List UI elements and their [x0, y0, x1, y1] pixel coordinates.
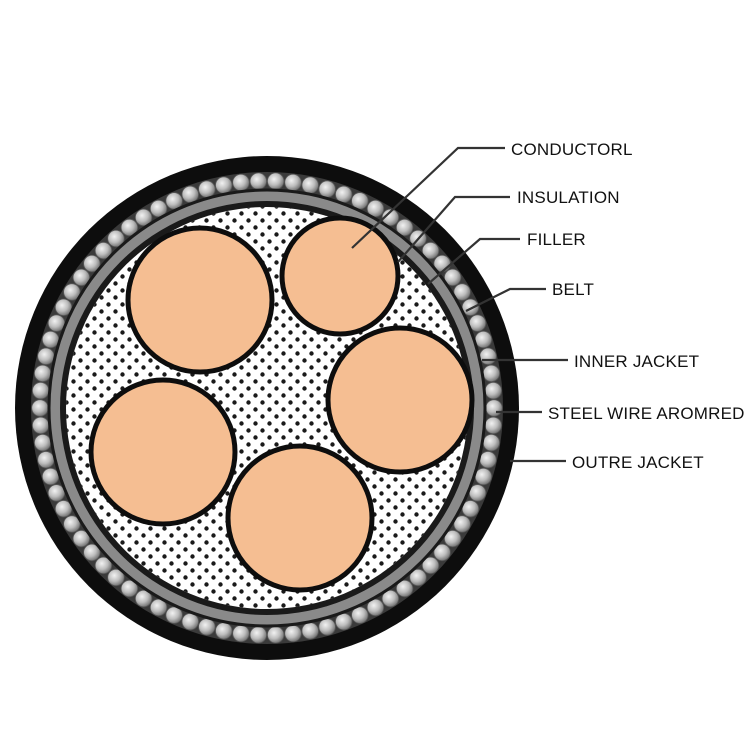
steel-wire-strand — [395, 218, 414, 237]
steel-wire-strand — [318, 618, 336, 636]
steel-wire-strand — [37, 451, 55, 469]
steel-wire-strand — [266, 172, 285, 190]
steel-wire-strand — [94, 556, 113, 575]
leader-conductor — [351, 146, 505, 249]
steel-wire-strand — [54, 500, 73, 518]
steel-wire-strand — [83, 254, 101, 273]
steel-wire-strand — [54, 298, 73, 316]
steel-wire-armour — [31, 172, 503, 644]
steel-wire-strand — [421, 241, 440, 260]
steel-wire-strand — [63, 515, 81, 533]
steel-wire-strand — [120, 218, 139, 237]
steel-wire-strand — [443, 529, 462, 548]
conductor-core-5 — [225, 443, 375, 593]
conductor-core-3 — [325, 325, 475, 475]
steel-wire-strand — [335, 612, 353, 631]
steel-wire-strand — [461, 500, 480, 518]
steel-wire-strand — [443, 268, 462, 287]
steel-wire-strand — [120, 579, 139, 598]
steel-wire-strand — [83, 543, 101, 562]
steel-wire-strand — [181, 612, 199, 631]
steel-wire-strand — [453, 515, 471, 533]
steel-wire-strand — [33, 364, 52, 383]
leader-filler — [427, 237, 520, 285]
steel-wire-strand — [482, 364, 501, 383]
steel-wire-strand — [249, 172, 268, 190]
steel-wire-strand — [484, 381, 503, 400]
steel-wire-strand — [33, 433, 52, 452]
steel-wire-strand — [149, 199, 168, 218]
steel-wire-strand — [484, 416, 503, 435]
steel-wire-strand — [215, 176, 233, 194]
steel-wire-strand — [433, 543, 451, 562]
steel-wire-strand — [107, 568, 125, 587]
steel-wire-strand — [301, 622, 319, 640]
steel-wire-strand — [474, 330, 493, 349]
steel-wire-strand — [134, 208, 153, 227]
label-inner-jacket: INNER JACKET — [574, 352, 699, 371]
conductor-core-4 — [88, 377, 238, 527]
conductor-core-1 — [125, 225, 275, 375]
steel-wire-strand — [474, 467, 493, 486]
steel-wire-strand — [485, 399, 503, 417]
steel-wire-strand — [31, 399, 49, 417]
label-steel-wire: STEEL WIRE AROMRED — [548, 404, 745, 423]
steel-wire-strand — [198, 180, 216, 198]
steel-wire-strand — [335, 185, 353, 204]
steel-wire-strand — [395, 579, 414, 598]
conductor-core-2 — [279, 215, 401, 337]
steel-wire-strand — [72, 268, 91, 287]
label-filler: FILLER — [527, 230, 586, 249]
steel-wire-strand — [232, 173, 250, 192]
steel-wire-strand — [149, 598, 168, 617]
steel-wire-strand — [181, 185, 199, 204]
steel-wire-strand — [284, 624, 302, 643]
label-belt: BELT — [552, 280, 594, 299]
steel-wire-strand — [266, 626, 285, 644]
steel-wire-strand — [366, 199, 385, 218]
steel-wire-strand — [381, 208, 400, 227]
label-outer-jacket: OUTRE JACKET — [572, 453, 704, 472]
steel-wire-strand — [249, 626, 268, 644]
steel-wire-strand — [453, 283, 471, 301]
steel-wire-strand — [301, 176, 319, 194]
steel-wire-strand — [215, 622, 233, 640]
steel-wire-strand — [107, 229, 125, 248]
steel-wire-strand — [31, 381, 50, 400]
steel-wire-strand — [198, 618, 216, 636]
steel-wire-strand — [409, 568, 427, 587]
steel-wire-strand — [366, 598, 385, 617]
steel-wire-strand — [94, 241, 113, 260]
steel-wire-strand — [37, 347, 55, 365]
steel-wire-strand — [479, 451, 497, 469]
steel-wire-strand — [479, 347, 497, 365]
steel-wire-strand — [318, 180, 336, 198]
steel-wire-strand — [134, 589, 153, 608]
label-conductor: CONDUCTORL — [511, 140, 633, 159]
steel-wire-strand — [284, 173, 302, 192]
steel-wire-strand — [72, 529, 91, 548]
steel-wire-strand — [381, 589, 400, 608]
steel-wire-strand — [63, 283, 81, 301]
steel-wire-strand — [41, 467, 60, 486]
steel-wire-strand — [41, 330, 60, 349]
steel-wire-strand — [232, 624, 250, 643]
leader-insulation — [397, 195, 510, 263]
steel-wire-strand — [31, 416, 50, 435]
steel-wire-strand — [421, 556, 440, 575]
leader-belt — [465, 287, 546, 312]
steel-wire-strand — [482, 433, 501, 452]
label-insulation: INSULATION — [517, 188, 620, 207]
